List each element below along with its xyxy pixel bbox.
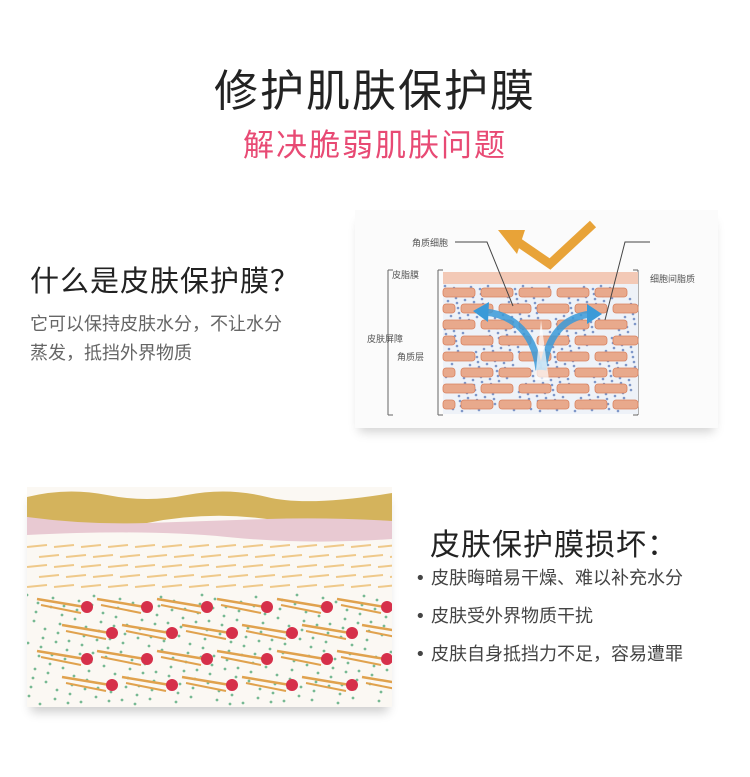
intro-answer: 它可以保持皮肤水分，不让水分 蒸发，抵挡外界物质 xyxy=(30,310,330,368)
damage-list: •皮肤晦暗易干燥、难以补充水分 •皮肤受外界物质干扰 •皮肤自身抵挡力不足，容易… xyxy=(415,565,683,679)
skin-barrier-illustration xyxy=(387,220,650,416)
page-title: 修护肌肤保护膜 xyxy=(214,66,536,117)
damaged-skin-svg xyxy=(27,491,392,706)
damage-item: •皮肤晦暗易干燥、难以补充水分 xyxy=(415,565,683,603)
intro-answer-line-2: 蒸发，抵挡外界物质 xyxy=(30,343,192,364)
label-sebum-film: 皮脂膜 xyxy=(392,271,420,281)
bullet-icon: • xyxy=(415,606,426,627)
damage-item: •皮肤受外界物质干扰 xyxy=(415,603,683,641)
label-skin-barrier: 皮肤屏障 xyxy=(367,335,404,345)
skin-barrier-diagram: 角质细胞 皮脂膜 皮肤屏障 角质层 细胞间脂质 xyxy=(355,210,718,428)
label-stratum-corneum-cell: 角质细胞 xyxy=(412,239,449,249)
label-stratum-corneum: 角质层 xyxy=(397,353,425,363)
intro-question: 什么是皮肤保护膜？ xyxy=(30,264,301,298)
damaged-skin-illustration xyxy=(27,487,392,707)
bullet-icon: • xyxy=(415,568,426,589)
damage-item: •皮肤自身抵挡力不足，容易遭罪 xyxy=(415,641,683,679)
bullet-icon: • xyxy=(415,644,426,665)
page-subtitle: 解决脆弱肌肤问题 xyxy=(243,128,507,164)
intro-answer-line-1: 它可以保持皮肤水分，不让水分 xyxy=(30,314,282,335)
damage-heading: 皮肤保护膜损坏： xyxy=(430,528,678,563)
label-intercellular-lipid: 细胞间脂质 xyxy=(650,275,696,285)
